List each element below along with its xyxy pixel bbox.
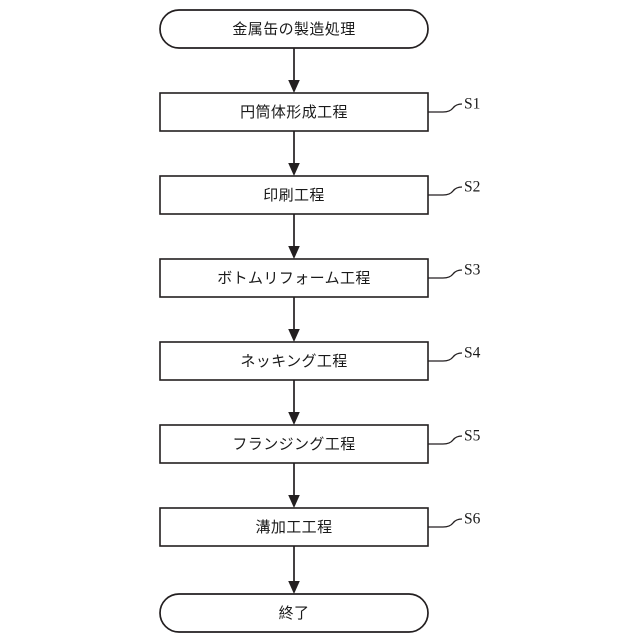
arrow-head-s6-end xyxy=(288,581,300,594)
process-node-s1: 円筒体形成工程 S1 xyxy=(159,92,480,132)
arrow-head-s1-s2 xyxy=(288,163,300,176)
arrow-head-s2-s3 xyxy=(288,246,300,259)
connector-s3-to-s4 xyxy=(288,297,300,342)
leader-line-s1 xyxy=(428,103,463,113)
connector-s5-to-s6 xyxy=(288,463,300,508)
step-id-s1: S1 xyxy=(464,96,480,113)
process-box-s1 xyxy=(159,92,429,132)
arrow-head-start-s1 xyxy=(288,80,300,93)
leader-line-s6 xyxy=(428,518,463,528)
leader-line-s5 xyxy=(428,435,463,445)
leader-line-s4 xyxy=(428,352,463,362)
process-label-s1: 円筒体形成工程 xyxy=(240,104,348,121)
step-id-s2: S2 xyxy=(464,179,480,196)
process-node-s3: ボトムリフォーム工程 S3 xyxy=(159,258,481,298)
process-node-s4: ネッキング工程 S4 xyxy=(159,341,481,381)
arrow-head-s5-s6 xyxy=(288,495,300,508)
start-terminal-label: 金属缶の製造処理 xyxy=(232,21,355,38)
process-node-s2: 印刷工程 S2 xyxy=(159,175,480,215)
end-terminal-label: 終了 xyxy=(279,605,310,622)
arrow-head-s3-s4 xyxy=(288,329,300,342)
connector-start-to-s1 xyxy=(288,48,300,93)
start-terminal-node: 金属缶の製造処理 xyxy=(159,9,429,49)
process-box-s4 xyxy=(159,341,429,381)
step-id-s4: S4 xyxy=(464,345,481,362)
leader-line-s2 xyxy=(428,186,463,196)
step-id-s5: S5 xyxy=(464,428,481,445)
connector-s1-to-s2 xyxy=(288,131,300,176)
process-label-s2: 印刷工程 xyxy=(263,187,325,204)
end-terminal-node: 終了 xyxy=(159,593,429,633)
process-label-s4: ネッキング工程 xyxy=(240,353,347,370)
leader-line-s3 xyxy=(428,269,463,279)
arrow-head-s4-s5 xyxy=(288,412,300,425)
connector-s2-to-s3 xyxy=(288,214,300,259)
process-label-s3: ボトムリフォーム工程 xyxy=(217,270,371,287)
step-id-s3: S3 xyxy=(464,262,481,279)
connector-s4-to-s5 xyxy=(288,380,300,425)
connector-s6-to-end xyxy=(288,546,300,594)
process-node-s6: 溝加工工程 S6 xyxy=(159,507,481,547)
process-label-s6: 溝加工工程 xyxy=(255,519,332,536)
process-node-s5: フランジング工程 S5 xyxy=(159,424,481,464)
step-id-s6: S6 xyxy=(464,511,481,528)
end-terminal-shape xyxy=(159,593,429,633)
process-label-s5: フランジング工程 xyxy=(232,436,355,453)
